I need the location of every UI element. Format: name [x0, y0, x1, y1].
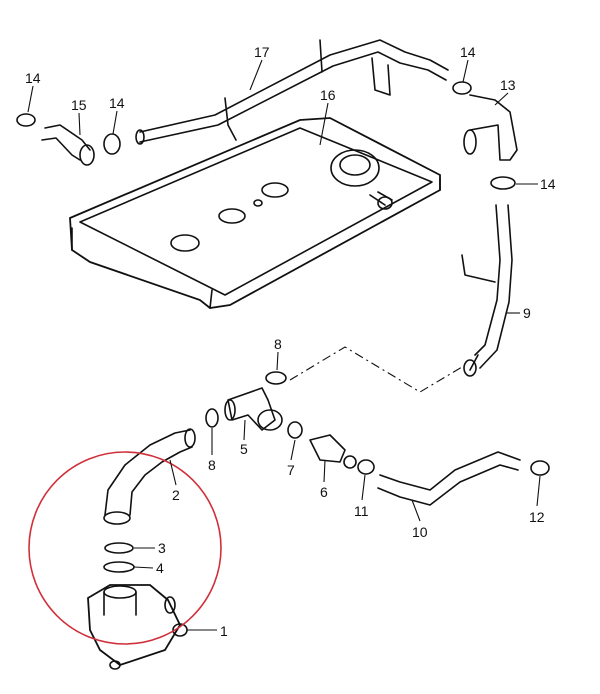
callout-3: 3: [158, 540, 166, 556]
callout-14: 14: [25, 70, 41, 86]
callout-14: 14: [540, 176, 556, 192]
callout-7: 7: [287, 462, 295, 478]
hose-10: [377, 451, 550, 506]
callout-2: 2: [172, 487, 180, 503]
callout-12: 12: [529, 509, 545, 525]
callout-10: 10: [412, 524, 428, 540]
callout-11: 11: [354, 503, 369, 519]
highlight-circle: [28, 451, 222, 645]
connection-line: [289, 346, 463, 393]
callout-8: 8: [208, 457, 216, 473]
circlip-4: [103, 561, 135, 573]
hose-2: [103, 428, 196, 525]
callout-5: 5: [240, 441, 248, 457]
callout-6: 6: [320, 484, 328, 500]
leader-lines: [27, 59, 541, 631]
callout-4: 4: [156, 560, 164, 576]
valve-6: [309, 434, 375, 475]
callout-17: 17: [254, 44, 270, 60]
breather-pipe: [135, 39, 449, 145]
callout-14: 14: [109, 95, 125, 111]
t-piece: [205, 371, 303, 439]
valve-cover: [69, 117, 441, 309]
callout-16: 16: [320, 87, 336, 103]
callout-15: 15: [71, 97, 87, 113]
hose-13: [463, 94, 518, 161]
valve-1: [87, 584, 188, 670]
callout-8: 8: [274, 336, 282, 352]
callout-14: 14: [460, 44, 476, 60]
hose-15: [16, 81, 516, 190]
callout-9: 9: [523, 305, 531, 321]
pipe-9: [461, 204, 513, 377]
callout-13: 13: [500, 77, 516, 93]
callouts: 17 14 15 14 16 14 13 14 9 8 5 8 7 6 11 1…: [25, 44, 556, 639]
callout-1: 1: [220, 623, 228, 639]
o-ring-3: [104, 542, 134, 554]
